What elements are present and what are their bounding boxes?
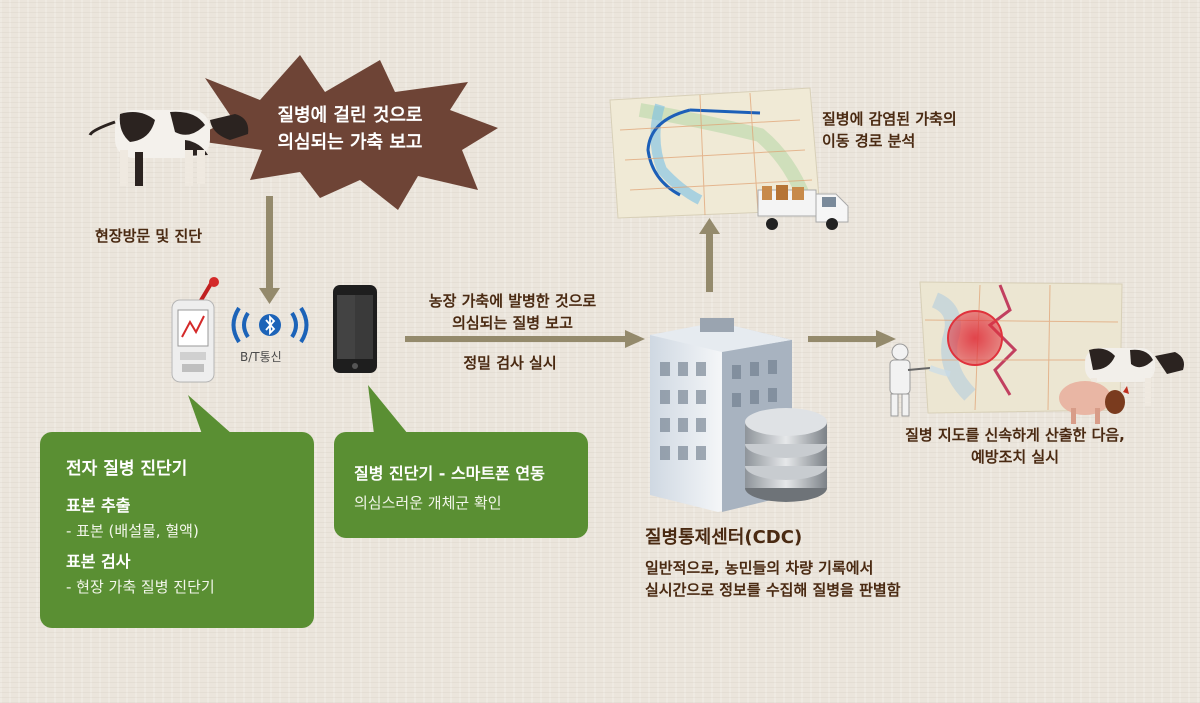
disease-map [919,281,1123,414]
smartphone [333,285,377,373]
report-burst-text: 질병에 걸린 것으로 의심되는 가축 보고 [240,102,460,156]
livestock-icon [1059,348,1184,424]
farm-report-line-2: 의심되는 질병 보고 [452,314,573,332]
arrow-cdc-to-route [699,218,720,292]
route-analysis-label: 질병에 감염된 가축의 이동 경로 분석 [822,108,957,152]
phone-info-box: 질병 진단기 - 스마트폰 연동 의심스러운 개체군 확인 [334,432,588,538]
phone-box-pointer [368,385,408,434]
cdc-line-2: 실시간으로 정보를 수집해 질병을 판별함 [645,581,901,599]
device-sample-title: 표본 추출 [66,496,131,515]
field-visit-label: 현장방문 및 진단 [95,227,203,245]
phone-box-sub: 의심스러운 개체군 확인 [354,494,502,512]
disease-map-line-2: 예방조치 실시 [970,448,1060,466]
cow-illustration [88,110,249,186]
disease-map-label: 질병 지도를 신속하게 산출한 다음, 예방조치 실시 [870,424,1160,468]
cdc-title: 질병통제센터(CDC) [645,527,803,548]
burst-line-1: 질병에 걸린 것으로 [277,105,423,126]
device-box-pointer [188,395,232,434]
disinfection-worker-icon [889,343,951,417]
bluetooth-icon [231,306,309,344]
farm-report-label: 농장 가축에 발병한 것으로 의심되는 질병 보고 [400,290,625,334]
database-icon [745,408,827,502]
arrow-cdc-to-map [808,330,896,348]
cdc-line-1: 일반적으로, 농민들의 차량 기록에서 [645,559,874,577]
route-analysis-line-1: 질병에 감염된 가축의 [822,110,957,128]
device-box-title: 전자 질병 진단기 [66,459,188,479]
route-analysis-line-2: 이동 경로 분석 [822,132,916,150]
arrow-phone-to-cdc [405,330,645,348]
truck-icon [757,185,849,230]
diagnostic-device [171,277,219,383]
device-sample-item: - 표본 (배설물, 혈액) [66,522,199,540]
farm-report-line-1: 농장 가축에 발병한 것으로 [428,292,597,310]
arrow-burst-to-device [259,196,280,304]
device-test-title: 표본 검사 [66,552,131,571]
report-burst-shape [190,55,498,210]
device-info-box: 전자 질병 진단기 표본 추출 - 표본 (배설물, 혈액) 표본 검사 - 현… [40,432,314,628]
disease-map-line-1: 질병 지도를 신속하게 산출한 다음, [905,426,1125,444]
device-test-item: - 현장 가축 질병 진단기 [66,578,215,596]
bluetooth-label: B/T통신 [240,350,282,364]
cdc-description: 질병통제센터(CDC) 일반적으로, 농민들의 차량 기록에서 실시간으로 정보… [645,523,965,601]
route-map [609,87,821,219]
phone-box-title: 질병 진단기 - 스마트폰 연동 [354,464,545,483]
burst-line-2: 의심되는 가축 보고 [277,132,423,153]
precise-test-label: 정밀 검사 실시 [463,354,557,372]
